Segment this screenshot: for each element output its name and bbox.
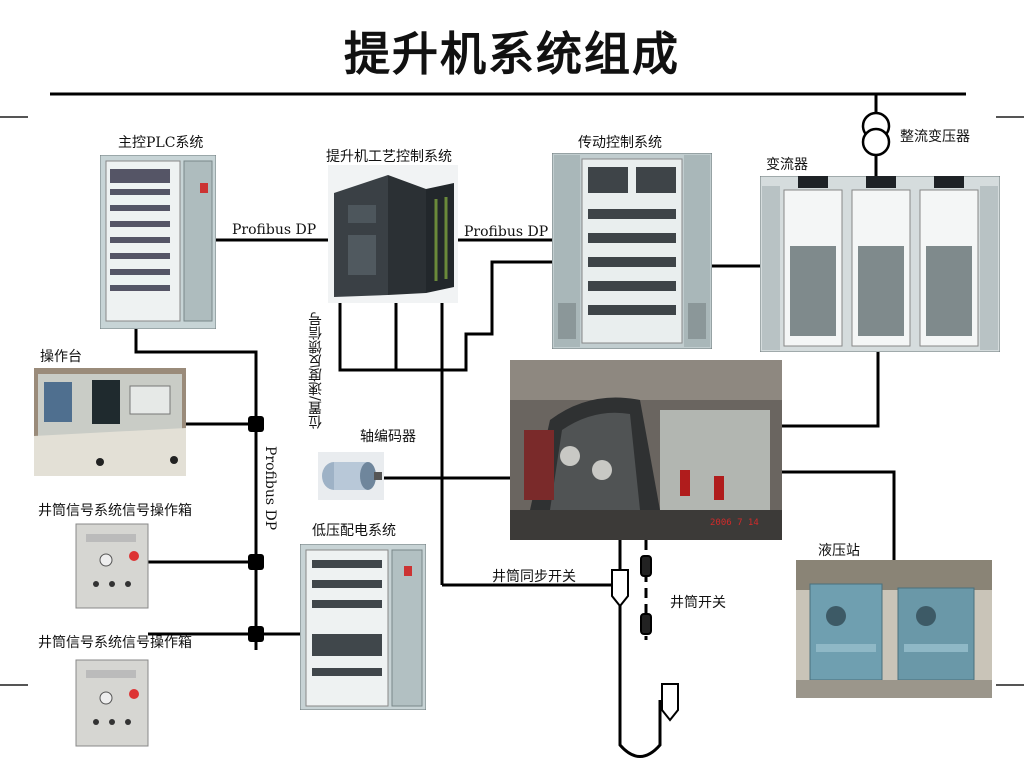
feedback-signal-label: 位置/速度反馈信号 [308,312,324,429]
shaft-switch-label: 井筒开关 [670,595,726,611]
main-plc-cabinet-image [100,155,216,329]
shaft-signal-box-1-image [72,520,152,610]
drive-control-cabinet-image [552,153,712,349]
profibus-label-left: Profibus DP [232,222,317,238]
page-title: 提升机系统组成 [344,27,680,81]
shaft-signal-box-2-image [72,656,152,748]
operator-console-label: 操作台 [40,349,82,365]
shaft-encoder-label: 轴编码器 [360,429,416,445]
rectifier-transformer-label: 整流变压器 [900,129,970,145]
main-plc-label: 主控PLC系统 [118,135,204,151]
shaft-sync-switch-label: 井筒同步开关 [492,569,576,585]
hydraulic-station-label: 液压站 [818,543,860,559]
left-divider-top [0,116,28,118]
shaft-signal-box-1-label: 井筒信号系统信号操作箱 [38,503,192,519]
converter-label: 变流器 [766,157,808,173]
left-divider-bottom [0,684,28,686]
hoist-motor-image: 2006 7 14 [510,360,782,540]
shaft-encoder-image [318,452,384,500]
process-control-label: 提升机工艺控制系统 [326,149,452,165]
shaft-signal-box-2-label: 井筒信号系统信号操作箱 [38,635,192,651]
lv-distribution-label: 低压配电系统 [312,523,396,539]
profibus-label-vertical: Profibus DP [262,446,278,531]
hydraulic-station-image [796,560,992,698]
converter-cabinet-image [760,176,1000,352]
right-divider-bottom [996,684,1024,686]
right-divider-top [996,116,1024,118]
profibus-label-right: Profibus DP [464,224,549,240]
operator-console-image [34,368,186,476]
process-control-plc-image [328,165,458,303]
drive-control-label: 传动控制系统 [578,135,662,151]
lv-distribution-cabinet-image [300,544,426,710]
photo-date-stamp: 2006 7 14 [710,518,759,528]
